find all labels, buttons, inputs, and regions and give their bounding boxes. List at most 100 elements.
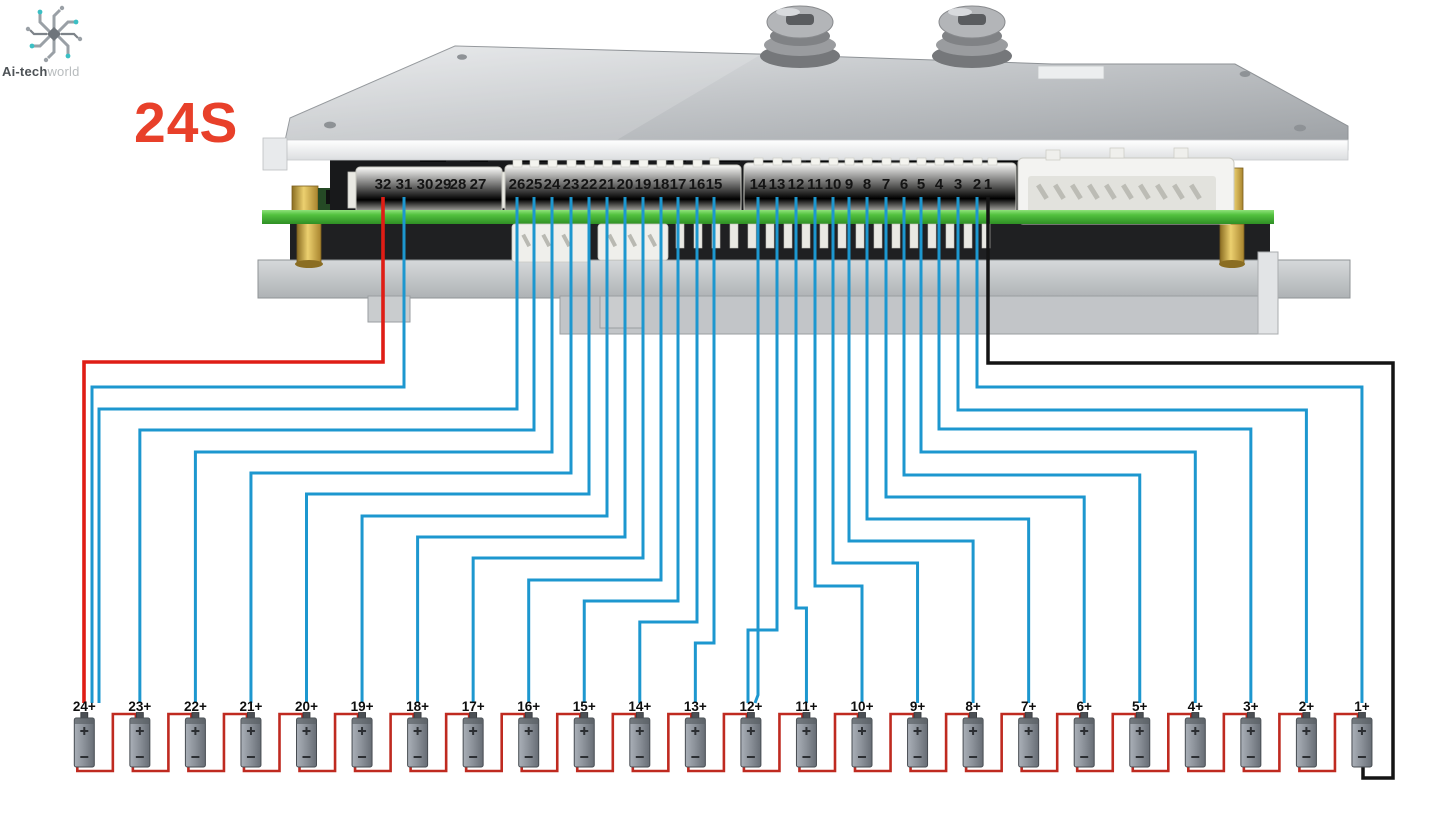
battery-7+: 7+ <box>1018 699 1040 768</box>
battery-label-13+: 13+ <box>684 699 707 714</box>
pin-label-27: 27 <box>470 176 487 193</box>
battery-label-19+: 19+ <box>351 699 374 714</box>
series-link-19+-18+ <box>353 712 415 773</box>
connector-pin-nubs <box>512 157 998 168</box>
pin-label-20: 20 <box>617 176 634 193</box>
pin-label-18: 18 <box>653 176 670 193</box>
battery-body <box>184 717 206 768</box>
battery-body <box>73 717 95 768</box>
battery-11+: 11+ <box>795 699 818 768</box>
series-link-23+-22+ <box>131 712 193 773</box>
battery-top-cap <box>240 718 261 724</box>
wire-pin-20-to-18+ <box>416 197 627 703</box>
wire-pin-15-to-13+ <box>693 197 716 703</box>
battery-body <box>629 717 651 768</box>
battery-6+: 6+ <box>1073 699 1095 768</box>
terminal-bushing-right <box>932 5 1012 68</box>
battery-top-cap <box>1074 718 1095 724</box>
battery-top-cap <box>1351 718 1372 724</box>
battery-label-12+: 12+ <box>739 699 762 714</box>
wire-pin-4-to-3+ <box>937 197 1253 703</box>
series-link-24+-23+ <box>76 712 138 773</box>
wire-pin-13-to-12+ <box>746 197 779 703</box>
battery-label-17+: 17+ <box>462 699 485 714</box>
battery-top-cap <box>574 718 595 724</box>
battery-body <box>129 717 151 768</box>
series-link-20+-19+ <box>298 712 360 773</box>
battery-label-22+: 22+ <box>184 699 207 714</box>
series-link-12+-11+ <box>742 712 804 773</box>
battery-top-cap <box>907 718 928 724</box>
battery-body <box>240 717 262 768</box>
pin-label-19: 19 <box>635 176 652 193</box>
battery-body <box>1129 717 1151 768</box>
battery-top-cap <box>518 718 539 724</box>
battery-body <box>1184 717 1206 768</box>
pin-label-13: 13 <box>769 176 786 193</box>
series-link-18+-17+ <box>409 712 471 773</box>
battery-body <box>407 717 429 768</box>
battery-top-cap <box>74 718 95 724</box>
battery-24+: 24+ <box>73 699 96 768</box>
pin-label-16: 16 <box>689 176 706 193</box>
series-link-13+-12+ <box>687 712 749 773</box>
battery-top-cap <box>407 718 428 724</box>
battery-top-cap <box>463 718 484 724</box>
wire-pin-21-to-19+ <box>360 197 609 703</box>
wire-pin-22-to-20+ <box>305 197 591 703</box>
battery-body <box>351 717 373 768</box>
balance-connectors <box>347 157 1017 215</box>
battery-top-cap <box>352 718 373 724</box>
series-link-9+-8+ <box>909 712 971 773</box>
series-link-5+-4+ <box>1131 712 1193 773</box>
pin-label-26: 26 <box>509 176 526 193</box>
pack-series-label: 24S <box>134 91 239 155</box>
battery-body <box>296 717 317 768</box>
wire-pin-18-to-16+ <box>527 197 663 703</box>
battery-top-cap <box>296 718 317 724</box>
battery-label-6+: 6+ <box>1076 699 1092 714</box>
pin-label-7: 7 <box>882 176 890 193</box>
battery-body <box>1240 717 1262 768</box>
top-plate <box>262 45 1349 171</box>
battery-label-15+: 15+ <box>573 699 596 714</box>
battery-label-21+: 21+ <box>239 699 262 714</box>
battery-body <box>1018 717 1040 768</box>
pin-label-5: 5 <box>917 176 925 193</box>
pin-label-10: 10 <box>825 176 842 193</box>
pin-label-4: 4 <box>935 176 944 193</box>
series-link-21+-20+ <box>242 712 304 773</box>
battery-4+: 4+ <box>1184 699 1206 768</box>
battery-10+: 10+ <box>851 699 874 768</box>
series-link-8+-7+ <box>964 712 1026 773</box>
wire-pin-6-to-5+ <box>902 197 1142 703</box>
pin-label-11: 11 <box>807 176 823 193</box>
battery-body <box>962 717 984 768</box>
wire-pin-9-to-8+ <box>847 197 975 703</box>
series-link-6+-5+ <box>1075 712 1138 773</box>
wire-pin-24-to-22+ <box>193 197 554 703</box>
series-link-3+-2+ <box>1242 712 1304 773</box>
battery-body <box>740 717 762 768</box>
wire-pin-8-to-7+ <box>865 197 1031 703</box>
battery-top-cap <box>796 718 817 724</box>
wire-pin-31-to-24+ <box>90 197 406 703</box>
battery-top-cap <box>1018 718 1039 724</box>
battery-top-cap <box>1185 718 1206 724</box>
battery-3+: 3+ <box>1240 699 1262 768</box>
battery-18+: 18+ <box>406 699 429 768</box>
battery-body <box>518 717 540 768</box>
battery-body <box>573 717 595 768</box>
pin-label-1: 1 <box>984 176 992 193</box>
series-link-4+-3+ <box>1187 712 1249 773</box>
pin-label-2: 2 <box>973 176 981 193</box>
wire-pin-10-to-9+ <box>831 197 920 703</box>
wire-pin-7-to-6+ <box>884 197 1086 703</box>
battery-8+: 8+ <box>962 699 984 768</box>
battery-top-cap <box>740 718 761 724</box>
wire-pin-23-to-21+ <box>249 197 573 703</box>
battery-label-24+: 24+ <box>73 699 96 714</box>
battery-top-cap <box>629 718 650 724</box>
pin-label-22: 22 <box>581 176 598 193</box>
